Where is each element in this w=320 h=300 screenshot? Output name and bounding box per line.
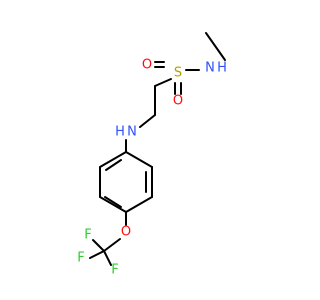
atom-h-top: H [217,61,227,76]
atom-n-amine: N [127,125,137,140]
atom-o-bottom: O [173,94,183,109]
bond-c-f-top [92,239,105,252]
atom-o-ether: O [121,225,131,240]
atom-f-bottom: F [111,263,118,278]
ring-inner-bond-3 [105,159,122,171]
bond-c-f-left [89,250,105,259]
atom-o-left: O [142,58,152,73]
bond-s-c1 [154,78,172,87]
ring-bond-4 [99,196,127,213]
bond-c-f-bottom [103,250,112,266]
ring-bond-3 [125,196,153,213]
atom-s: S [174,66,182,81]
bonds [89,32,226,266]
ring-bond-6 [99,151,127,168]
molecule-structure: N H S O O N H O F F F [77,32,227,278]
bond-methyl-n [205,32,226,61]
atom-h-amine: H [115,125,125,140]
atom-n-top: N [205,61,215,76]
bond-c2-n [139,114,156,128]
atom-f-top: F [84,228,91,243]
atom-f-left: F [77,251,84,266]
ring-inner-bond-2 [104,196,122,208]
atom-labels: N H S O O N H O F F F [77,58,227,278]
bond-o-cf3 [103,238,121,252]
ring-bond-1 [125,151,153,168]
